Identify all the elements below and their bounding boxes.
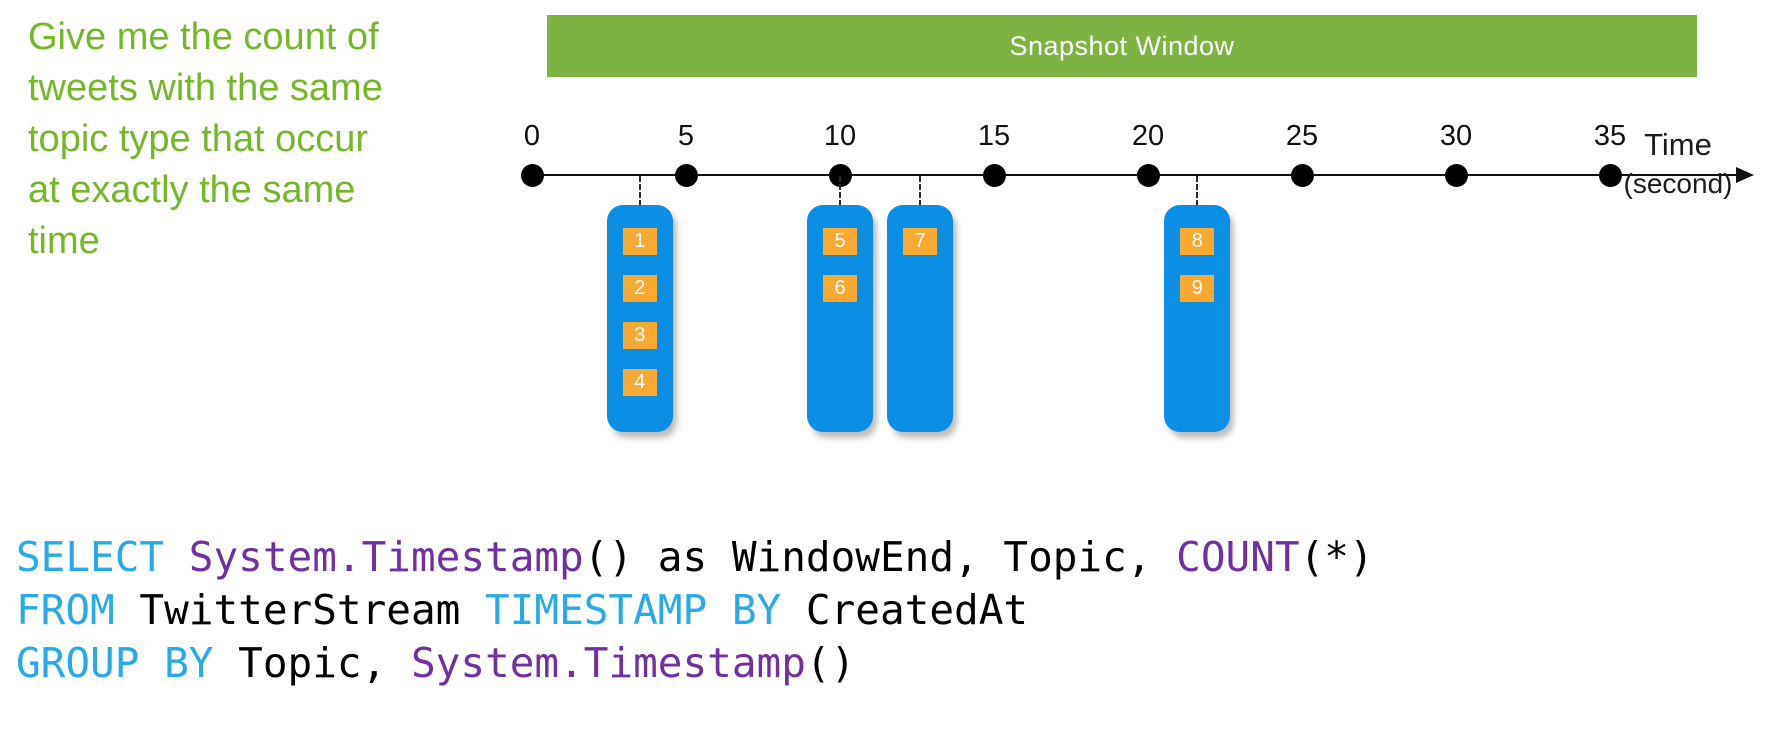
annotation-line: Give me the count of [28, 16, 379, 58]
snapshot-window-bar: Snapshot Window [547, 15, 1697, 77]
sql-code-line: FROM TwitterStream TIMESTAMP BY CreatedA… [16, 584, 1374, 637]
tweet-event-badge: 2 [622, 275, 657, 302]
sql-token-function: COUNT [1176, 533, 1300, 581]
annotation-line: topic type that occur [28, 118, 369, 160]
annotation-line: time [28, 220, 100, 262]
tweet-event-badge: 4 [622, 369, 657, 396]
timeline-tick-dot [828, 164, 852, 187]
time-axis-label-line: Time [1644, 127, 1712, 162]
sql-token-plain: () [805, 639, 856, 687]
tweet-event-badge: 8 [1180, 228, 1215, 255]
snapshot-window-label: Snapshot Window [1009, 30, 1235, 61]
sql-token-plain: CreatedAt [781, 586, 1029, 634]
timeline-tick-dot [1444, 164, 1468, 187]
timeline-axis-line [528, 174, 1742, 176]
sql-token-plain: Topic, [213, 639, 411, 687]
tweet-event-badge: 5 [823, 228, 857, 255]
annotation-text: Give me the count of tweets with the same… [28, 12, 448, 267]
sql-code-line: GROUP BY Topic, System.Timestamp() [16, 637, 1374, 690]
sql-token-plain [164, 533, 189, 581]
event-time-connector [1196, 176, 1199, 206]
snapshot-window-group: 7 [887, 205, 954, 432]
timeline-tick-label: 15 [977, 120, 1011, 152]
tweet-event-badge: 6 [823, 275, 857, 302]
time-axis-unit: (second) [1623, 168, 1733, 199]
sql-token-keyword: GROUP BY [16, 639, 214, 687]
sql-token-keyword: TIMESTAMP BY [485, 586, 782, 634]
timeline-tick-dot [674, 164, 698, 187]
sql-token-keyword: SELECT [16, 533, 165, 581]
timeline-tick-dot [982, 164, 1006, 187]
tweet-event-badge: 7 [903, 228, 938, 255]
event-time-connector [919, 176, 922, 206]
timeline-tick-label: 35 [1593, 120, 1627, 152]
sql-token-plain: (*) [1299, 533, 1374, 581]
time-axis-label: Time (second) [1598, 126, 1758, 200]
event-time-connector [638, 176, 641, 206]
sql-token-keyword: FROM [16, 586, 115, 634]
sql-token-function: System.Timestamp [188, 533, 584, 581]
sql-query-code: SELECT System.Timestamp() as WindowEnd, … [16, 531, 1374, 690]
annotation-line: tweets with the same [28, 67, 383, 109]
snapshot-window-group: 1 2 3 4 [606, 205, 673, 432]
annotation-line: at exactly the same [28, 169, 356, 211]
timeline-tick-label: 25 [1285, 120, 1319, 152]
tweet-event-badge: 9 [1180, 275, 1215, 302]
tweet-event-badge: 1 [622, 228, 657, 255]
sql-code-line: SELECT System.Timestamp() as WindowEnd, … [16, 531, 1374, 584]
event-time-connector [839, 176, 841, 206]
timeline-tick-label: 0 [523, 120, 541, 152]
timeline-tick-label: 10 [823, 120, 857, 152]
timeline-tick-dot [1290, 164, 1314, 187]
timeline-tick-dot [520, 164, 544, 187]
sql-token-plain: () as WindowEnd, Topic, [583, 533, 1177, 581]
tweet-event-badge: 3 [622, 322, 657, 349]
timeline-tick-label: 5 [677, 120, 695, 152]
sql-token-function: System.Timestamp [410, 639, 806, 687]
sql-token-plain: TwitterStream [114, 586, 486, 634]
timeline-tick-label: 30 [1439, 120, 1473, 152]
timeline-arrowhead-icon [1736, 167, 1754, 183]
timeline-tick-dot [1598, 164, 1622, 187]
timeline-tick-dot [1136, 164, 1160, 187]
timeline-tick-label: 20 [1131, 120, 1165, 152]
